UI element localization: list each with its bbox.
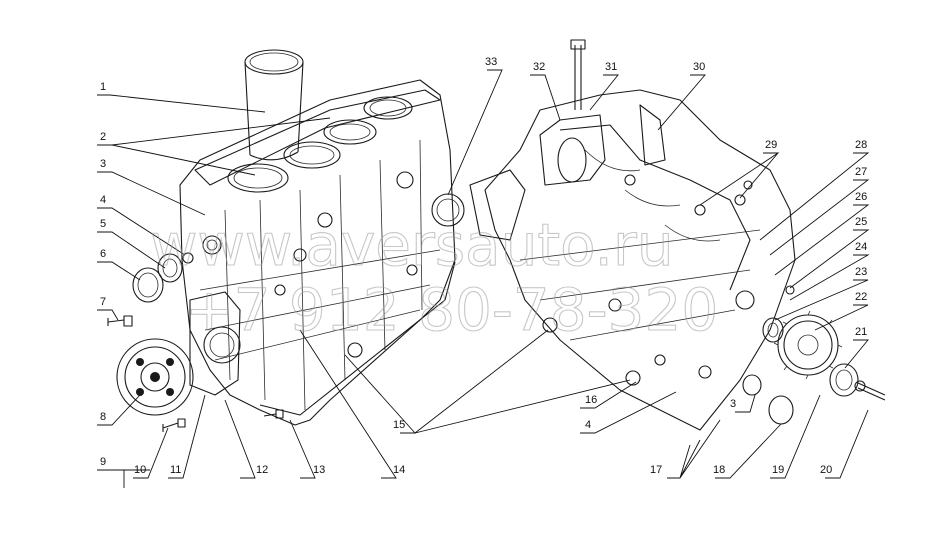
callout-28: 28 xyxy=(855,139,867,151)
callout-10: 10 xyxy=(134,464,146,476)
callout-33: 33 xyxy=(485,56,497,68)
callout-17: 17 xyxy=(650,464,662,476)
callout-29: 29 xyxy=(765,139,777,151)
watermark: www.aversauto.ru +7 912 80-78-320 xyxy=(149,210,718,344)
callout-7: 7 xyxy=(100,296,106,308)
callout-12: 12 xyxy=(256,464,268,476)
callout-24: 24 xyxy=(855,241,867,253)
leader-lines xyxy=(97,69,870,488)
callout-23: 23 xyxy=(855,266,867,278)
callout-27: 27 xyxy=(855,166,867,178)
callout-18: 18 xyxy=(713,464,725,476)
callout-22: 22 xyxy=(855,291,867,303)
callout-30: 30 xyxy=(693,61,705,73)
callout-8: 8 xyxy=(100,411,106,423)
callout-13: 13 xyxy=(313,464,325,476)
callout-32: 32 xyxy=(533,61,545,73)
callout-26: 26 xyxy=(855,191,867,203)
callout-16: 16 xyxy=(585,394,597,406)
callout-21: 21 xyxy=(855,326,867,338)
callout-1: 1 xyxy=(100,81,106,93)
callout-11: 11 xyxy=(170,464,181,476)
watermark-phone: +7 912 80-78-320 xyxy=(185,276,718,344)
callout-20: 20 xyxy=(820,464,832,476)
callout-6: 6 xyxy=(100,248,106,260)
callout-19: 19 xyxy=(772,464,784,476)
callout-15: 15 xyxy=(393,419,405,431)
callout-25: 25 xyxy=(855,216,867,228)
watermark-url: www.aversauto.ru xyxy=(150,211,674,279)
right-engine-block xyxy=(469,39,886,431)
callout-31: 31 xyxy=(605,61,617,73)
callout-9: 9 xyxy=(100,456,106,468)
callout-4: 4 xyxy=(585,419,591,431)
callout-4: 4 xyxy=(100,194,106,206)
callout-2: 2 xyxy=(100,131,106,143)
left-engine-block xyxy=(107,49,465,432)
callout-3: 3 xyxy=(730,398,736,410)
callout-14: 14 xyxy=(393,464,405,476)
callout-5: 5 xyxy=(100,218,106,230)
callout-3: 3 xyxy=(100,158,106,170)
